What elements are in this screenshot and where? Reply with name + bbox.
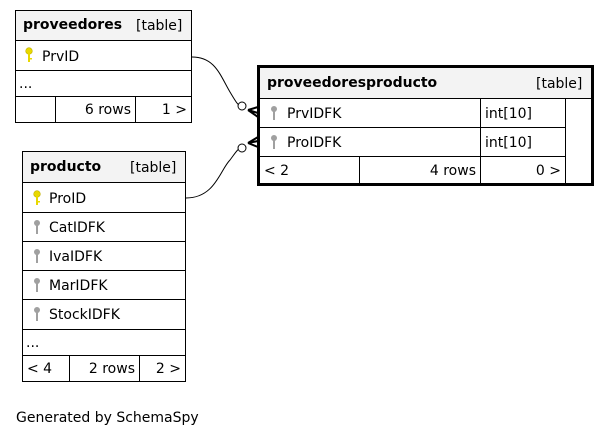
- table-header[interactable]: [15, 10, 192, 41]
- footer-children[interactable]: [135, 96, 192, 123]
- column-datatype: int[10]: [485, 135, 532, 151]
- column-datatype: int[10]: [485, 106, 532, 122]
- column-name: StockIDFK: [49, 307, 120, 323]
- ellipsis-row: [22, 329, 186, 356]
- primary-key-icon: [33, 190, 41, 205]
- table-name: proveedoresproducto: [267, 75, 438, 91]
- selected-table-frame: [257, 65, 594, 186]
- link-producto-to-proveedoresproducto: [185, 147, 243, 199]
- row-count: 2 rows: [88, 361, 135, 377]
- table-type: [table]: [130, 160, 177, 176]
- foreign-key-icon: [34, 307, 40, 321]
- table-name: producto: [30, 159, 102, 175]
- footer-parents[interactable]: [15, 96, 56, 123]
- column-name: ProID: [49, 191, 87, 207]
- crowfoot-prvidfk: [247, 106, 259, 118]
- link-proveedores-to-proveedoresproducto: [191, 56, 243, 107]
- column-name: ProIDFK: [287, 135, 342, 151]
- children-count[interactable]: 1 >: [161, 102, 187, 118]
- ellipsis: ...: [26, 335, 40, 351]
- crowfoot-proidfk: [247, 136, 259, 148]
- column-name: IvaIDFK: [49, 249, 103, 265]
- footer-children[interactable]: [139, 355, 186, 382]
- column-row[interactable]: [22, 241, 186, 271]
- parents-count[interactable]: < 2: [264, 163, 290, 179]
- link-circle-proidfk: [237, 143, 247, 153]
- table-name: proveedores: [23, 17, 123, 33]
- row-count: 6 rows: [84, 102, 131, 118]
- table-type: [table]: [536, 76, 583, 92]
- column-name: PrvIDFK: [287, 106, 342, 122]
- column-name: PrvID: [42, 49, 80, 65]
- parents-count[interactable]: < 4: [27, 361, 53, 377]
- children-count[interactable]: 2 >: [155, 361, 181, 377]
- foreign-key-icon: [34, 278, 40, 292]
- column-name: MarIDFK: [49, 278, 108, 294]
- primary-key-icon: [25, 47, 33, 62]
- row-count: 4 rows: [429, 163, 476, 179]
- column-name: CatIDFK: [49, 220, 105, 236]
- ellipsis-row: [15, 70, 192, 97]
- generated-by-label: Generated by SchemaSpy: [16, 410, 199, 426]
- table-type: [table]: [136, 18, 183, 34]
- link-circle-prvidfk: [237, 101, 247, 111]
- foreign-key-icon: [34, 220, 40, 234]
- ellipsis: ...: [19, 76, 33, 92]
- foreign-key-icon: [271, 106, 277, 120]
- column-row[interactable]: [22, 182, 186, 213]
- children-count[interactable]: 0 >: [535, 163, 561, 179]
- foreign-key-icon: [271, 135, 277, 149]
- table-header[interactable]: [22, 151, 186, 183]
- foreign-key-icon: [34, 249, 40, 263]
